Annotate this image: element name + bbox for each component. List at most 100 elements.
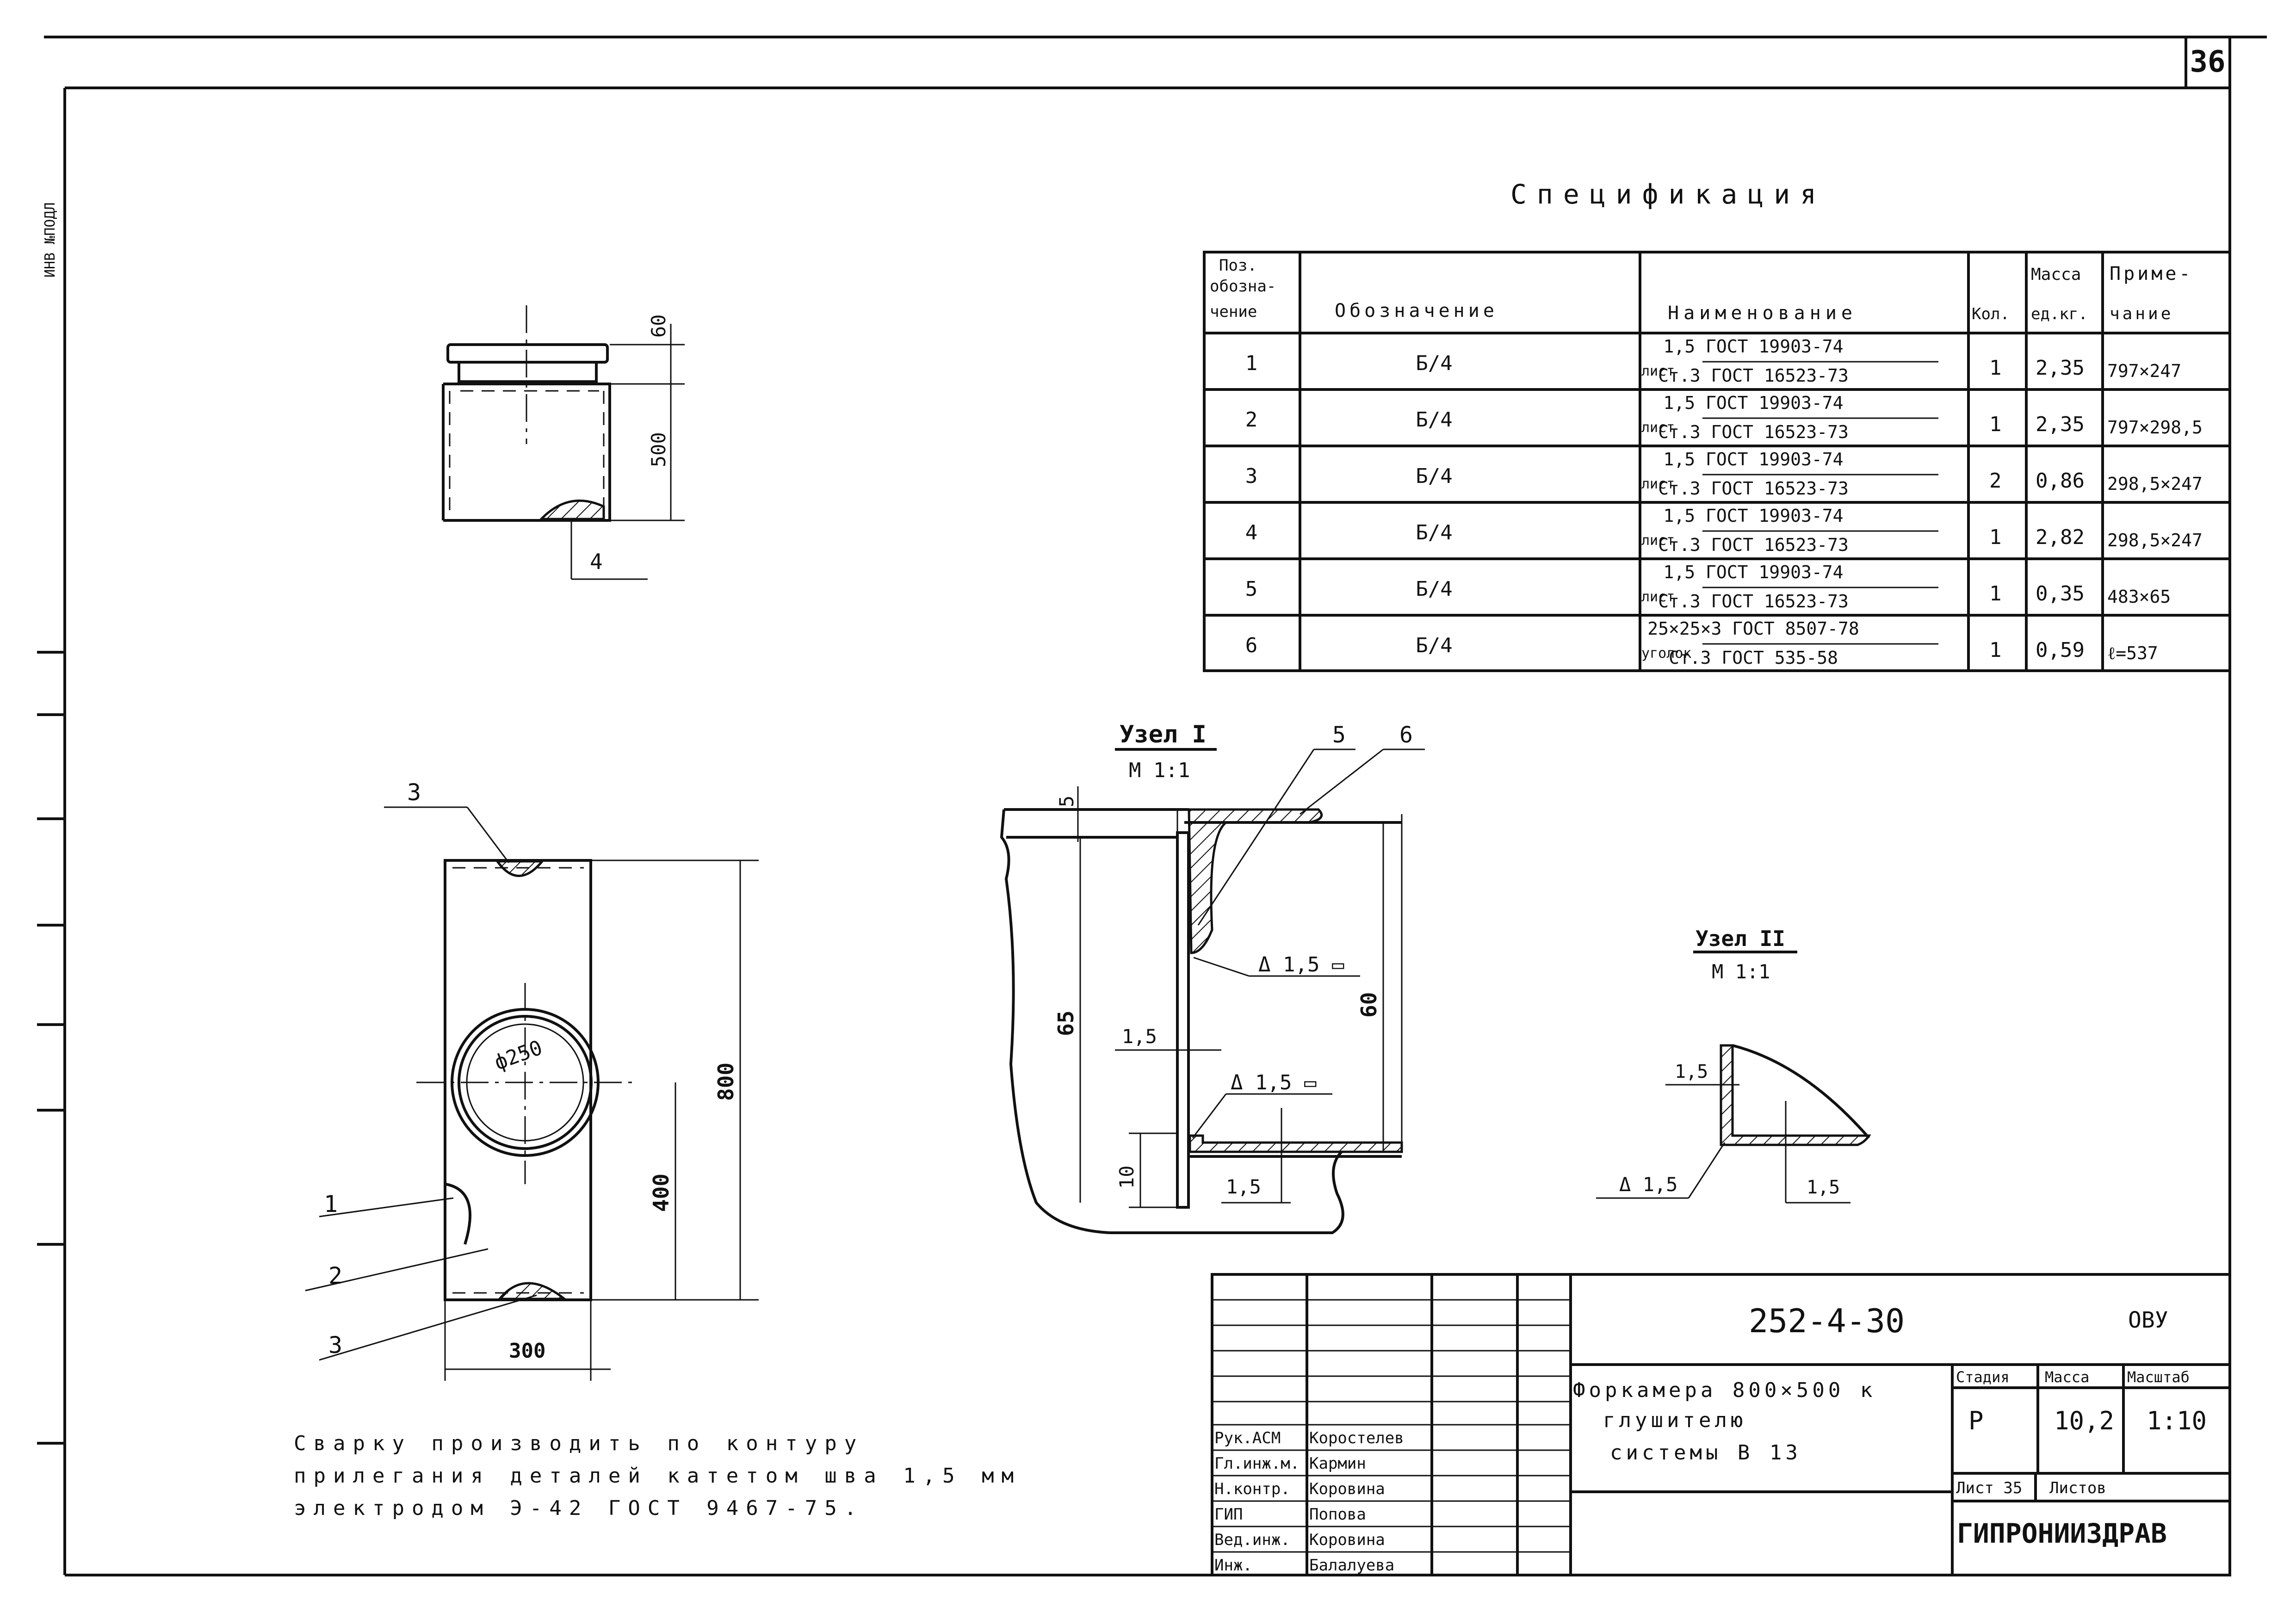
spec-mass: 2,35 (2036, 356, 2085, 380)
side-dim-flange: 60 (647, 314, 670, 338)
spec-note: 797×247 (2107, 361, 2181, 381)
mass-value: 10,2 (2054, 1406, 2114, 1435)
spec-name-top: 1,5 ГОСТ 19903-74 (1664, 562, 1844, 582)
drawing-code: 252-4-30 (1749, 1302, 1905, 1340)
drawing-title-2: глушителю (1603, 1409, 1746, 1432)
node1-dim-thick2: 1,5 (1226, 1175, 1261, 1198)
spec-designation: Б/4 (1416, 521, 1452, 544)
front-callout-1: 1 (324, 1191, 338, 1217)
spec-designation: Б/4 (1416, 634, 1452, 657)
spec-designation: Б/4 (1416, 408, 1452, 432)
node2-scale: М 1:1 (1712, 960, 1770, 983)
spec-pos: 1 (1245, 352, 1258, 375)
spec-pos: 3 (1245, 464, 1258, 488)
spec-pos: 5 (1245, 577, 1258, 601)
role-label: Н.контр. (1214, 1480, 1290, 1498)
spec-pos: 6 (1245, 634, 1258, 657)
drawing-title-1: Форкамера 800×500 к (1573, 1378, 1876, 1402)
header-designation: Обозначение (1335, 300, 1498, 321)
spec-pos: 4 (1245, 521, 1258, 544)
node1-weld-b: Δ 1,5 ▭ (1231, 1071, 1317, 1094)
role-name: Коровина (1309, 1480, 1385, 1498)
front-dim-height: 800 (713, 1063, 738, 1101)
role-name: Балалуева (1309, 1556, 1394, 1575)
spec-material: лист (1641, 420, 1675, 436)
spec-name-bottom: Ст.3 ГОСТ 16523-73 (1658, 365, 1849, 386)
role-name: Коровина (1309, 1531, 1385, 1549)
scale-label: Масштаб (2127, 1368, 2190, 1386)
note-line-1: Сварку производить по контуру (294, 1432, 864, 1455)
side-stamp: ИНВ №ПОДЛ (42, 202, 58, 278)
node1-dim-bottom: 10 (1115, 1165, 1138, 1189)
node1-scale: М 1:1 (1129, 759, 1190, 782)
role-label: Гл.инж.м. (1214, 1454, 1300, 1473)
spec-mass: 0,86 (2036, 469, 2085, 493)
sheets-label: Листов (2049, 1479, 2106, 1497)
spec-mass: 0,59 (2036, 638, 2085, 662)
front-dim-width: 300 (509, 1339, 545, 1363)
front-dim-center: 400 (649, 1174, 674, 1212)
role-name: Кармин (1309, 1454, 1366, 1473)
spec-qty: 1 (1989, 582, 2002, 606)
front-callout-2: 2 (328, 1262, 342, 1289)
spec-title: Спецификация (1510, 179, 1826, 210)
side-dim-height: 500 (647, 432, 670, 467)
node2-title: Узел II (1696, 926, 1785, 951)
title-block (1211, 1273, 2231, 1576)
spec-mass: 2,82 (2036, 525, 2085, 549)
front-view: ф250 800 400 300 3 1 2 3 (305, 779, 759, 1381)
note-line-3: электродом Э-42 ГОСТ 9467-75. (294, 1496, 864, 1520)
spec-note: ℓ=537 (2107, 643, 2158, 663)
spec-header: Поз. обозна- чение Обозначение Наименова… (1210, 256, 2193, 324)
note-line-2: прилегания деталей катетом шва 1,5 мм (294, 1464, 1021, 1488)
node-2: Узел II М 1:1 1,5 1,5 Δ 1,5 (1596, 926, 1871, 1204)
front-dim-diameter: ф250 (491, 1036, 545, 1075)
role-name: Попова (1309, 1505, 1366, 1524)
spec-name-bottom: Ст.3 ГОСТ 16523-73 (1658, 535, 1849, 555)
node1-dim-left: 65 (1053, 1011, 1078, 1036)
spec-mass: 0,35 (2036, 582, 2085, 606)
node-1: Узел I М 1:1 5 65 60 10 1,5 (1000, 721, 1425, 1234)
header-pos-2: обозна- (1210, 277, 1276, 296)
drawing-code-suffix: ОВУ (2128, 1307, 2168, 1333)
node1-callout-5: 5 (1332, 722, 1346, 748)
mass-label: Масса (2045, 1368, 2089, 1386)
stage-value: Р (1968, 1406, 1984, 1435)
node2-weld: Δ 1,5 (1619, 1173, 1677, 1196)
spec-name-top: 1,5 ГОСТ 19903-74 (1664, 449, 1844, 470)
spec-qty: 1 (1989, 525, 2002, 549)
header-mass-2: ед.кг. (2031, 305, 2088, 323)
role-label: Инж. (1214, 1556, 1252, 1575)
node1-dim-right: 60 (1356, 992, 1381, 1018)
node1-title: Узел I (1120, 721, 1207, 748)
spec-material: уголок (1641, 645, 1691, 661)
node1-dim-thick: 1,5 (1122, 1025, 1157, 1048)
header-mass-1: Масса (2031, 265, 2081, 284)
node1-dim-top: 5 (1055, 796, 1078, 807)
side-callout-4: 4 (590, 549, 603, 574)
spec-name-bottom: Ст.3 ГОСТ 16523-73 (1658, 591, 1849, 612)
spec-note: 298,5×247 (2107, 530, 2203, 550)
side-view: 60 500 4 (442, 305, 685, 580)
spec-qty: 1 (1989, 413, 2002, 436)
spec-note: 298,5×247 (2107, 474, 2203, 494)
spec-material: лист (1641, 532, 1675, 549)
spec-qty: 1 (1989, 356, 2002, 380)
spec-name-bottom: Ст.3 ГОСТ 535-58 (1669, 648, 1838, 668)
spec-qty: 2 (1989, 469, 2002, 493)
header-name: Наименование (1668, 303, 1857, 324)
front-callout-3-top: 3 (407, 779, 421, 806)
spec-name-top: 25×25×3 ГОСТ 8507-78 (1647, 618, 1859, 639)
node2-dim-top: 1,5 (1675, 1061, 1708, 1082)
spec-material: лист (1641, 363, 1675, 379)
header-note-1: Приме- (2110, 263, 2193, 284)
role-label: Рук.АСМ (1214, 1429, 1281, 1447)
sheet-label: Лист 35 (1956, 1479, 2022, 1497)
spec-mass: 2,35 (2036, 413, 2085, 436)
organization: ГИПРОНИИЗДРАВ (1957, 1518, 2167, 1549)
front-callout-3-bottom: 3 (328, 1332, 342, 1359)
header-pos-3: чение (1210, 303, 1257, 321)
